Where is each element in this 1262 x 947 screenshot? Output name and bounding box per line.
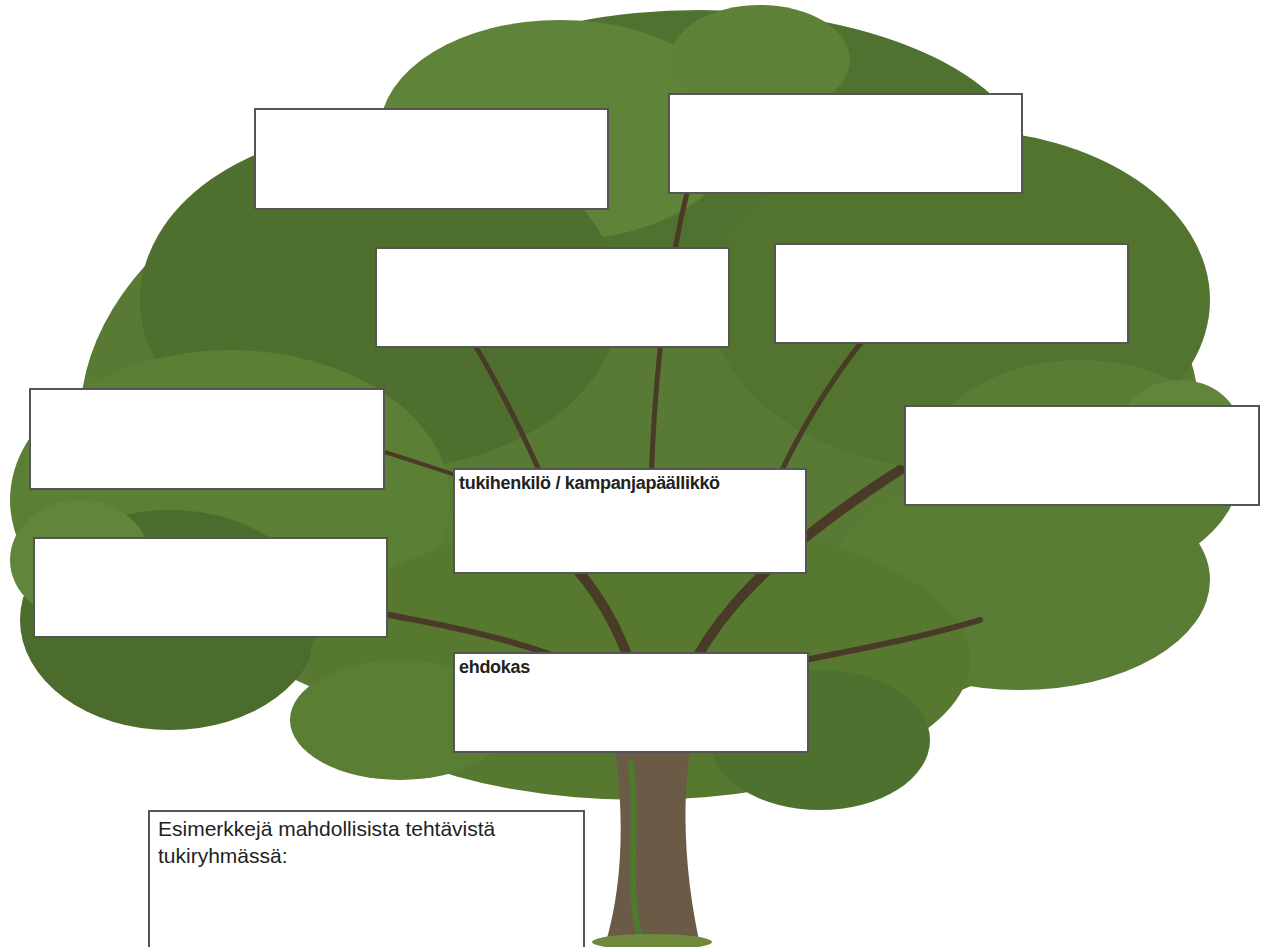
note-box: Esimerkkejä mahdollisista tehtävistä tuk… — [148, 810, 585, 947]
empty-box — [904, 405, 1260, 506]
role-box: tukihenkilö / kampanjapäällikkö — [453, 468, 807, 574]
empty-box — [375, 247, 730, 348]
empty-box — [29, 388, 385, 490]
empty-box — [33, 537, 388, 638]
empty-box — [774, 243, 1129, 344]
empty-box — [254, 108, 609, 210]
box-heading: tukihenkilö / kampanjapäällikkö — [455, 470, 805, 496]
empty-box — [668, 93, 1023, 194]
trunk-ivy — [630, 760, 640, 940]
tree-trunk — [605, 750, 700, 945]
box-heading: ehdokas — [455, 654, 807, 680]
box-heading: Esimerkkejä mahdollisista tehtävistä tuk… — [150, 812, 583, 872]
candidate-box: ehdokas — [453, 652, 809, 753]
grass-base — [592, 934, 712, 947]
